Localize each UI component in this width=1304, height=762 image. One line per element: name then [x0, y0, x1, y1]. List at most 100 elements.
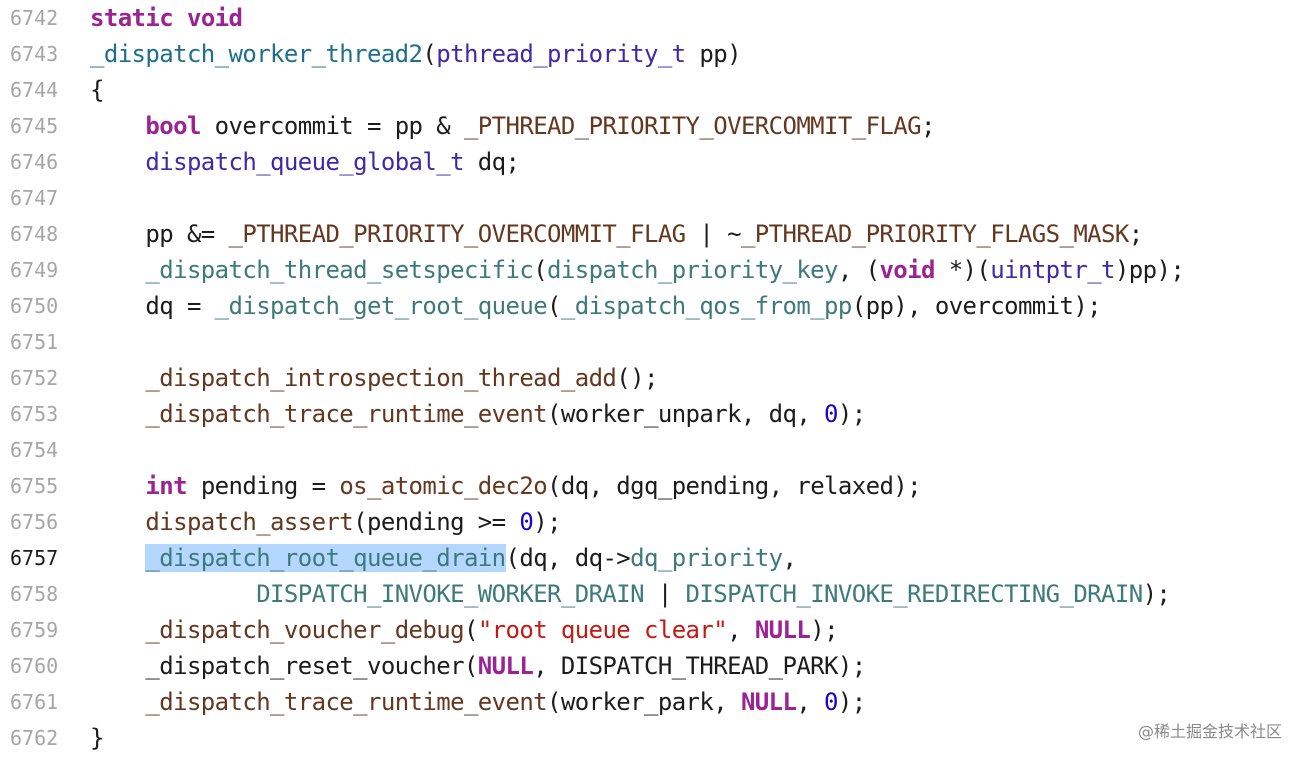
code-token: "root queue clear"	[477, 616, 728, 644]
line-number: 6752	[10, 366, 59, 390]
code-token: _PTHREAD_PRIORITY_OVERCOMMIT_FLAG	[228, 220, 687, 248]
code-token: _dispatch_worker_thread2	[90, 40, 423, 68]
code-line[interactable]: 6751	[0, 324, 1304, 360]
code-token: ;	[920, 112, 935, 140]
code-token: (pp), overcommit);	[851, 292, 1102, 320]
code-text: _dispatch_trace_runtime_event(worker_unp…	[90, 396, 866, 432]
code-token	[90, 688, 145, 716]
code-token: uintptr_t	[990, 256, 1115, 284]
code-token: *)(	[934, 256, 991, 284]
code-line[interactable]: 6748 pp &= _PTHREAD_PRIORITY_OVERCOMMIT_…	[0, 216, 1304, 252]
code-token: );	[1142, 580, 1171, 608]
code-line[interactable]: 6743 _dispatch_worker_thread2(pthread_pri…	[0, 36, 1304, 72]
code-line[interactable]: 6761 _dispatch_trace_runtime_event(worke…	[0, 684, 1304, 720]
code-token: dispatch_priority_key	[547, 256, 838, 284]
code-line[interactable]: 6760 _dispatch_reset_voucher(NULL, DISPA…	[0, 648, 1304, 684]
code-text: _dispatch_reset_voucher(NULL, DISPATCH_T…	[90, 648, 866, 684]
code-text: dispatch_queue_global_t dq;	[90, 144, 520, 180]
line-number: 6761	[10, 690, 59, 714]
code-token: dq;	[463, 148, 520, 176]
line-number: 6759	[10, 618, 59, 642]
code-token: (	[547, 292, 561, 320]
code-text: _dispatch_worker_thread2(pthread_priorit…	[90, 36, 742, 72]
code-token: (	[463, 616, 478, 644]
line-number: 6743	[10, 42, 59, 66]
code-text: static void	[90, 0, 243, 36]
code-token	[90, 148, 145, 176]
code-token: );	[533, 508, 561, 536]
code-token: | ~	[685, 220, 741, 248]
line-number: 6750	[10, 294, 59, 318]
line-number: 6745	[10, 114, 59, 138]
code-token: pp)	[685, 40, 741, 68]
code-token: DISPATCH_INVOKE_WORKER_DRAIN	[256, 580, 644, 608]
code-line[interactable]: 6758 DISPATCH_INVOKE_WORKER_DRAIN | DISP…	[0, 576, 1304, 612]
line-number: 6758	[10, 582, 59, 606]
code-token: ,	[727, 616, 755, 644]
code-token: overcommit = pp &	[200, 112, 464, 140]
code-token: );	[837, 688, 866, 716]
code-token: _dispatch_thread_setspecific	[145, 256, 534, 284]
code-text: _dispatch_voucher_debug("root queue clea…	[90, 612, 838, 648]
code-token: }	[90, 724, 104, 752]
code-token: _dispatch_trace_runtime_event	[145, 688, 548, 716]
code-line[interactable]: 6759 _dispatch_voucher_debug("root queue…	[0, 612, 1304, 648]
code-token: dispatch_assert	[145, 508, 354, 536]
line-number: 6746	[10, 150, 59, 174]
code-text: _dispatch_introspection_thread_add();	[90, 360, 658, 396]
code-token: _dispatch_voucher_debug	[145, 616, 464, 644]
code-token	[90, 472, 145, 500]
code-text: _dispatch_root_queue_drain(dq, dq->dq_pr…	[90, 540, 797, 576]
line-number: 6757	[10, 546, 59, 570]
code-line[interactable]: 6762}	[0, 720, 1304, 756]
code-token: NULL	[740, 688, 797, 716]
code-line[interactable]: 6756 dispatch_assert(pending >= 0);	[0, 504, 1304, 540]
code-line[interactable]: 6755 int pending = os_atomic_dec2o(dq, d…	[0, 468, 1304, 504]
code-token: (dq, dq->	[505, 544, 631, 572]
code-token: , DISPATCH_THREAD_PARK);	[533, 652, 866, 680]
code-line[interactable]: 6750 dq = _dispatch_get_root_queue(_disp…	[0, 288, 1304, 324]
code-token: _PTHREAD_PRIORITY_FLAGS_MASK	[740, 220, 1129, 248]
line-number: 6762	[10, 726, 59, 750]
code-text: pp &= _PTHREAD_PRIORITY_OVERCOMMIT_FLAG …	[90, 216, 1143, 252]
code-line[interactable]: 6757 _dispatch_root_queue_drain(dq, dq->…	[0, 540, 1304, 576]
code-token: void	[879, 256, 935, 284]
code-token	[90, 580, 256, 608]
code-token: pending =	[186, 472, 340, 500]
line-number: 6753	[10, 402, 59, 426]
code-text: _dispatch_thread_setspecific(dispatch_pr…	[90, 252, 1184, 288]
line-number: 6755	[10, 474, 59, 498]
code-token: 0	[824, 400, 838, 428]
code-token: os_atomic_dec2o	[339, 472, 548, 500]
watermark: @稀土掘金技术社区	[1137, 722, 1282, 741]
code-line[interactable]: 6749 _dispatch_thread_setspecific(dispat…	[0, 252, 1304, 288]
code-text: dq = _dispatch_get_root_queue(_dispatch_…	[90, 288, 1101, 324]
code-token: pp &=	[90, 220, 229, 248]
code-line[interactable]: 6752 _dispatch_introspection_thread_add(…	[0, 360, 1304, 396]
code-token: (dq, dgq_pending, relaxed);	[547, 472, 922, 500]
line-number: 6749	[10, 258, 59, 282]
code-text: _dispatch_trace_runtime_event(worker_par…	[90, 684, 866, 720]
code-line[interactable]: 6746 dispatch_queue_global_t dq;	[0, 144, 1304, 180]
code-token: void	[186, 4, 243, 32]
code-token: (pending >=	[353, 508, 520, 536]
code-token: static	[90, 4, 174, 32]
code-line[interactable]: 6745 bool overcommit = pp & _PTHREAD_PRI…	[0, 108, 1304, 144]
code-line[interactable]: 6747	[0, 180, 1304, 216]
code-token: );	[810, 616, 838, 644]
line-number: 6748	[10, 222, 59, 246]
code-token: (worker_unpark, dq,	[547, 400, 825, 428]
code-text: DISPATCH_INVOKE_WORKER_DRAIN | DISPATCH_…	[90, 576, 1171, 612]
code-line[interactable]: 6754	[0, 432, 1304, 468]
code-token: );	[837, 400, 866, 428]
code-token: _PTHREAD_PRIORITY_OVERCOMMIT_FLAG	[463, 112, 922, 140]
code-token	[90, 544, 145, 572]
code-token: dispatch_queue_global_t	[145, 148, 464, 176]
code-token: dq =	[90, 292, 215, 320]
code-line[interactable]: 6744{	[0, 72, 1304, 108]
code-line[interactable]: 6753 _dispatch_trace_runtime_event(worke…	[0, 396, 1304, 432]
selected-token: _dispatch_root_queue_drain	[145, 544, 506, 572]
code-token: 0	[824, 688, 838, 716]
